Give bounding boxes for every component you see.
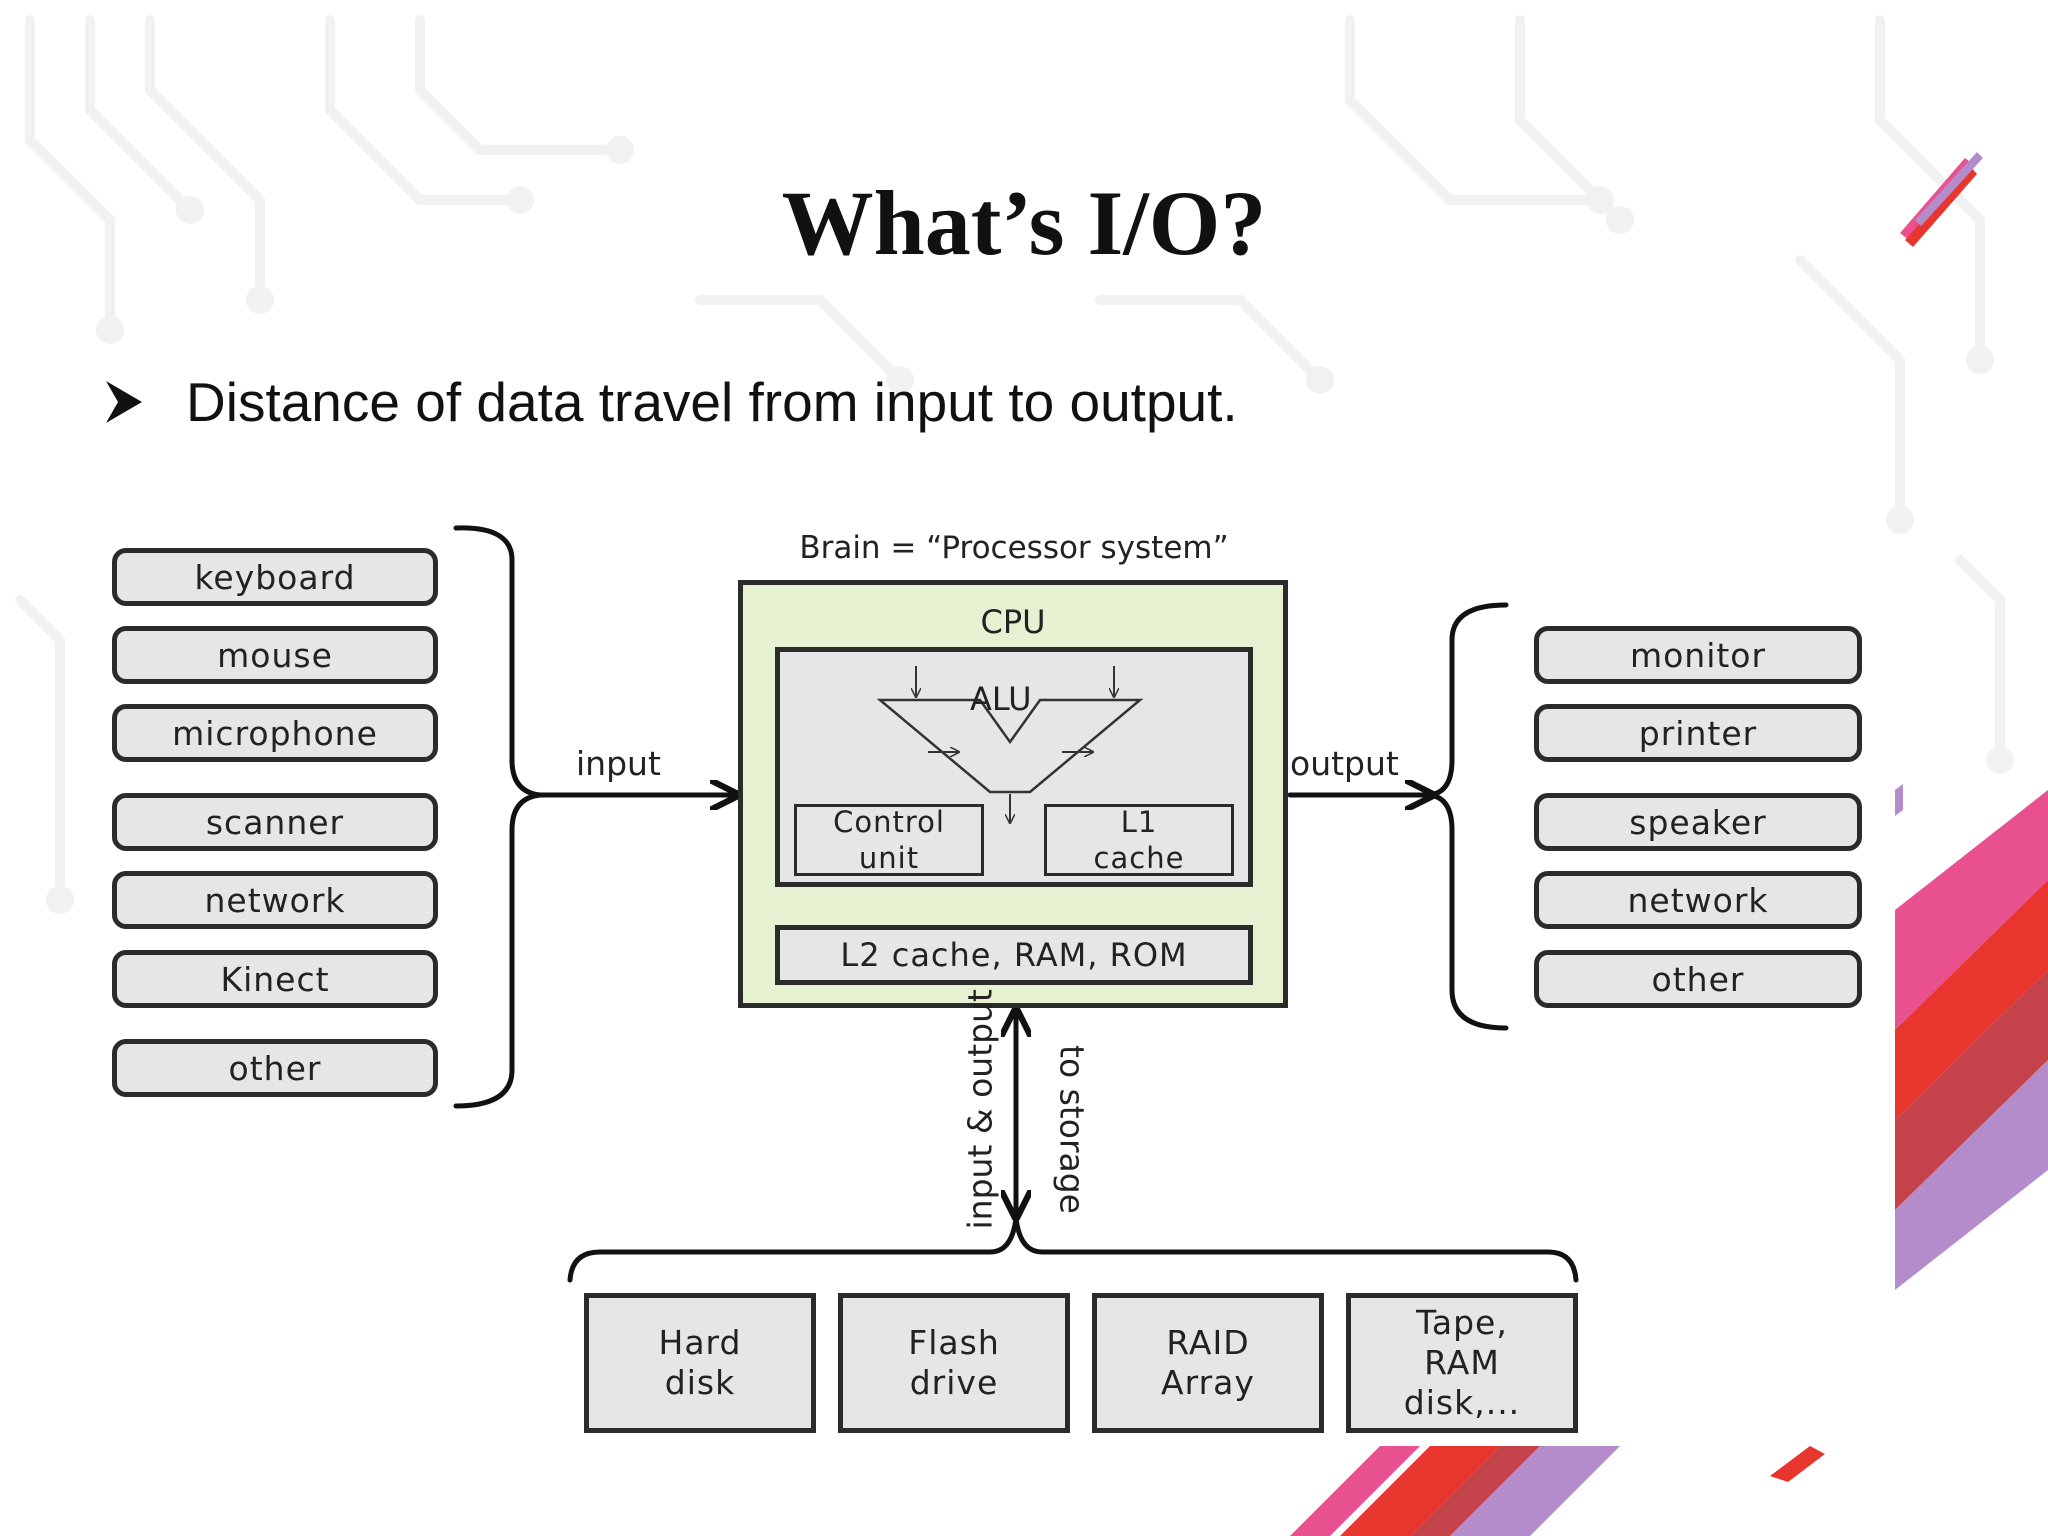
- storage-flash-drive: Flash drive: [838, 1293, 1070, 1433]
- output-device-printer: printer: [1534, 704, 1862, 762]
- to-storage-label: to storage: [1052, 1045, 1092, 1214]
- storage-tape-ram-disk: Tape, RAM disk,...: [1346, 1293, 1578, 1433]
- output-device-other: other: [1534, 950, 1862, 1008]
- input-label: input: [576, 744, 661, 783]
- output-device-monitor: monitor: [1534, 626, 1862, 684]
- control-unit-line2: unit: [858, 841, 920, 875]
- brain-label: Brain = “Processor system”: [799, 530, 1229, 566]
- storage-raid-array: RAID Array: [1092, 1293, 1324, 1433]
- input-device-other: other: [112, 1039, 438, 1097]
- alu-label: ALU: [970, 680, 1032, 718]
- output-label: output: [1290, 744, 1399, 783]
- input-output-label: input & output: [960, 989, 1000, 1230]
- input-device-scanner: scanner: [112, 793, 438, 851]
- input-device-mouse: mouse: [112, 626, 438, 684]
- bullet-text: Distance of data travel from input to ou…: [186, 371, 1238, 433]
- processor-system-box: CPU ALU Control unit L1 cache: [738, 580, 1288, 1008]
- bullet-item: Distance of data travel from input to ou…: [104, 362, 1238, 442]
- control-unit-line1: Control: [833, 805, 945, 839]
- l1-cache-line2: cache: [1093, 841, 1185, 875]
- input-device-kinect: Kinect: [112, 950, 438, 1008]
- storage-raid-array-line2: Array: [1161, 1363, 1255, 1402]
- accent-stripes-bottom: [1290, 1446, 1825, 1536]
- storage-hard-disk-line2: disk: [664, 1363, 736, 1402]
- input-device-keyboard: keyboard: [112, 548, 438, 606]
- input-device-microphone: microphone: [112, 704, 438, 762]
- l1-cache-box: L1 cache: [1044, 804, 1234, 876]
- cpu-label: CPU: [980, 603, 1046, 641]
- l1-cache-line1: L1: [1120, 805, 1158, 839]
- accent-stripes-right: [1895, 784, 2048, 1290]
- storage-tape-line1: Tape,: [1416, 1303, 1508, 1342]
- input-device-network: network: [112, 871, 438, 929]
- accent-stripes-top: [1900, 152, 1983, 247]
- memory-box: L2 cache, RAM, ROM: [775, 925, 1253, 985]
- output-device-speaker: speaker: [1534, 793, 1862, 851]
- storage-tape-line2: RAM: [1424, 1343, 1500, 1382]
- control-unit-box: Control unit: [794, 804, 984, 876]
- output-device-network: network: [1534, 871, 1862, 929]
- storage-hard-disk: Hard disk: [584, 1293, 816, 1433]
- cpu-core-box: ALU Control unit L1 cache: [775, 647, 1253, 887]
- arrow-bullet-icon: [106, 381, 142, 423]
- storage-tape-line3: disk,...: [1403, 1383, 1521, 1422]
- slide-title: What’s I/O?: [781, 172, 1267, 274]
- alu-shape: [876, 666, 1144, 882]
- storage-raid-array-line1: RAID: [1166, 1323, 1250, 1362]
- storage-hard-disk-line1: Hard: [658, 1323, 742, 1362]
- storage-flash-drive-line1: Flash: [908, 1323, 1000, 1362]
- storage-flash-drive-line2: drive: [909, 1363, 999, 1402]
